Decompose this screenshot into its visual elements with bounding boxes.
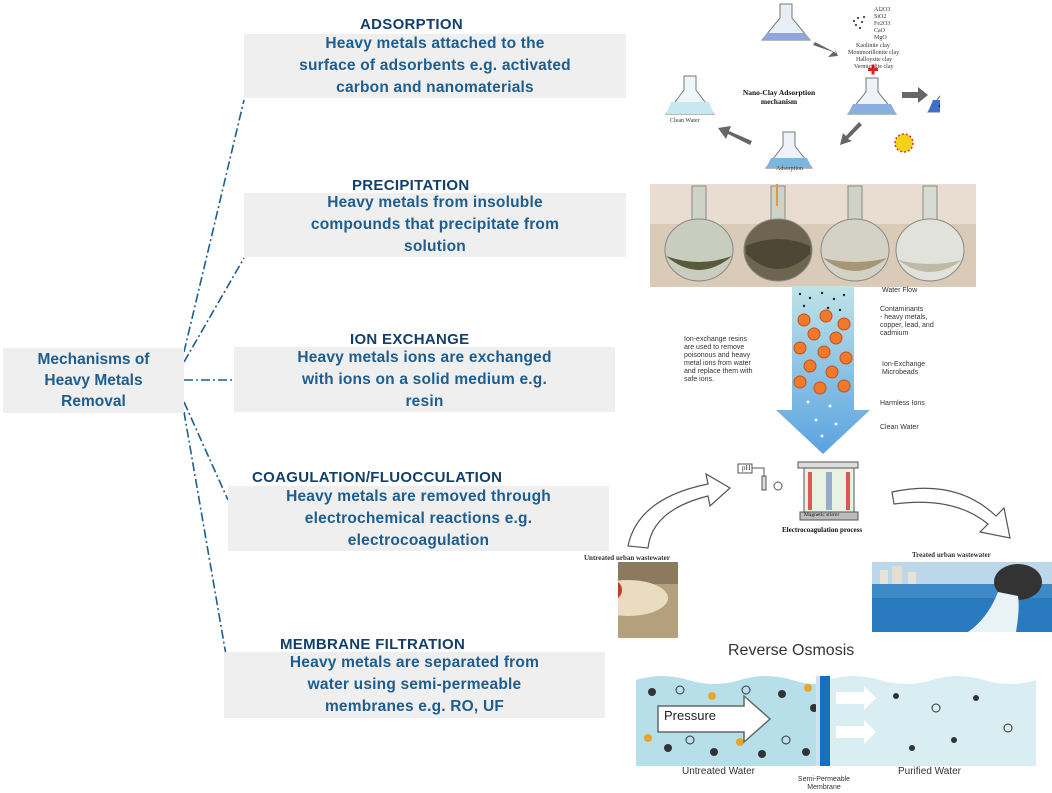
oxide-cao-label: CaO [874, 28, 885, 34]
semi-permeable-membrane-icon [818, 676, 830, 766]
flask-3-icon [820, 185, 890, 282]
flask-4-icon [895, 185, 965, 282]
connector-adsorption [183, 99, 245, 353]
arrow-down-left-icon [840, 122, 862, 145]
nano-clay-mechanism-label: Nano-Clay Adsorption mechanism [742, 88, 816, 106]
adsorption-label: Adsorption [776, 166, 803, 172]
central-topic-box: Mechanisms of Heavy Metals Removal [3, 348, 184, 413]
oxide-al2o3-label: Al2O3 [874, 7, 891, 13]
treated-wastewater-photo [872, 562, 1052, 632]
central-topic-line-3: Removal [61, 393, 126, 410]
adsorption-line-3: carbon and nanomaterials [336, 79, 534, 96]
central-topic-line-1: Mechanisms of [37, 351, 150, 368]
electrocoagulation-figure [618, 461, 1052, 638]
magnetic-stirrer-label: Magnetic stirrer [804, 512, 840, 518]
contaminants-label: Contaminants - heavy metals, copper, lea… [880, 306, 934, 337]
arrow-right-down-icon [813, 42, 838, 57]
coagulation-title: COAGULATION/FLUOCCULATION [252, 469, 503, 486]
membrane-filtration-description-box: Heavy metals are separated from water us… [224, 652, 605, 718]
clay-kaolinite-label: Kaolinite clay [856, 43, 890, 49]
ion-exchange-title: ION EXCHANGE [350, 331, 470, 348]
coagulation-line-2: electrochemical reactions e.g. [304, 509, 533, 527]
flask-contaminated-icon [760, 3, 812, 41]
adsorption-line-1: Heavy metals attached to the [325, 35, 545, 52]
flask-clean-water-icon [665, 75, 715, 115]
precipitation-line-3: solution [404, 238, 466, 255]
connector-precipitation [183, 257, 245, 363]
electrocoagulation-apparatus-icon [737, 461, 859, 521]
treated-wastewater-label: Treated urban wastewater [912, 551, 991, 559]
connector-coagulation [183, 401, 229, 501]
connector-membrane [183, 411, 227, 656]
ion-exchange-line-2: with ions on a solid medium e.g. [302, 370, 547, 388]
central-topic-line-2: Heavy Metals [44, 372, 143, 389]
adsorption-title: ADSORPTION [360, 16, 464, 33]
pressure-label: Pressure [664, 708, 717, 723]
purified-water-label: Purified Water [898, 766, 961, 777]
sun-particle-icon [894, 133, 914, 153]
ion-exchange-description-label: Ion-exchange resins are used to remove p… [684, 336, 753, 383]
precipitation-line-2: compounds that precipitate from [310, 216, 560, 233]
arrow-left-up-icon [718, 126, 752, 145]
curved-arrow-right-icon [891, 487, 1011, 539]
coagulation-line-3: electrocoagulation [347, 531, 490, 549]
oxide-sio2-label: SiO2 [874, 14, 887, 20]
clean-water-label: Clean Water [670, 118, 700, 124]
ph-meter-label: pH [742, 464, 751, 472]
flask-1-icon [664, 185, 734, 282]
precipitation-line-1: Heavy metals from insoluble [327, 194, 543, 211]
clay-vermiculite-label: Vermiculite clay [854, 64, 894, 70]
coagulation-description-box: Heavy metals are removed through electro… [228, 486, 609, 551]
dropper-icon [776, 184, 778, 206]
membrane-filtration-title: MEMBRANE FILTRATION [280, 636, 466, 653]
nano-clay-adsorption-figure [665, 3, 940, 169]
membrane-line-2: water using semi-permeable [307, 676, 522, 693]
membrane-label: Semi-Permeable Membrane [797, 776, 851, 791]
membrane-line-3: membranes e.g. RO, UF [324, 698, 505, 715]
precipitation-description-box: Heavy metals from insoluble compounds th… [244, 193, 626, 257]
ion-exchange-line-3: resin [405, 392, 444, 410]
clay-oxides-icon [853, 16, 865, 29]
ion-exchange-description-box: Heavy metals ions are exchanged with ion… [234, 347, 615, 412]
clay-halloysite-label: Halloysite clay [856, 57, 893, 63]
purified-flow-arrows-icon [836, 686, 876, 744]
oxide-mgo-label: MgO [874, 35, 887, 41]
flask-clay-icon [846, 77, 898, 115]
oxide-fe2o3-label: Fe2O3 [874, 21, 891, 27]
flask-adsorption-icon [764, 131, 814, 169]
clay-montmorillonite-label: Montmorillonite clay [848, 50, 900, 56]
clean-water-output-label: Clean Water [880, 424, 919, 431]
flask-2-icon [743, 185, 813, 282]
curved-arrow-left-icon [627, 472, 732, 549]
precipitation-flasks-photo [650, 184, 976, 287]
water-flow-label: Water Flow [882, 287, 918, 294]
arrow-right-icon [902, 87, 928, 103]
harmless-ions-label: Harmless Ions [880, 400, 925, 407]
red-plus-icon [868, 64, 878, 75]
reverse-osmosis-diagram [636, 676, 1036, 766]
adsorption-line-2: surface of adsorbents e.g. activated [299, 57, 571, 74]
untreated-wastewater-photo [618, 562, 678, 638]
ion-exchange-line-1: Heavy metals ions are exchanged [297, 348, 552, 366]
ion-exchange-bead-icon [793, 309, 853, 395]
coagulation-line-1: Heavy metals are removed through [286, 487, 551, 505]
adsorption-description-box: Heavy metals attached to the surface of … [244, 34, 626, 98]
purified-water-particles [893, 693, 1013, 751]
reverse-osmosis-title: Reverse Osmosis [728, 642, 855, 659]
pressure-arrow-icon [657, 694, 772, 744]
flask-dots-icon [927, 95, 940, 113]
untreated-water-label: Untreated Water [682, 766, 755, 777]
electrocoagulation-process-label: Electrocoagulation process [782, 526, 863, 534]
microbeads-label: Ion-Exchange Microbeads [882, 361, 926, 376]
ion-exchange-column-figure [776, 286, 870, 454]
precipitation-title: PRECIPITATION [352, 177, 470, 194]
membrane-line-1: Heavy metals are separated from [289, 654, 540, 671]
untreated-wastewater-label: Untreated urban wastewater [584, 554, 670, 562]
